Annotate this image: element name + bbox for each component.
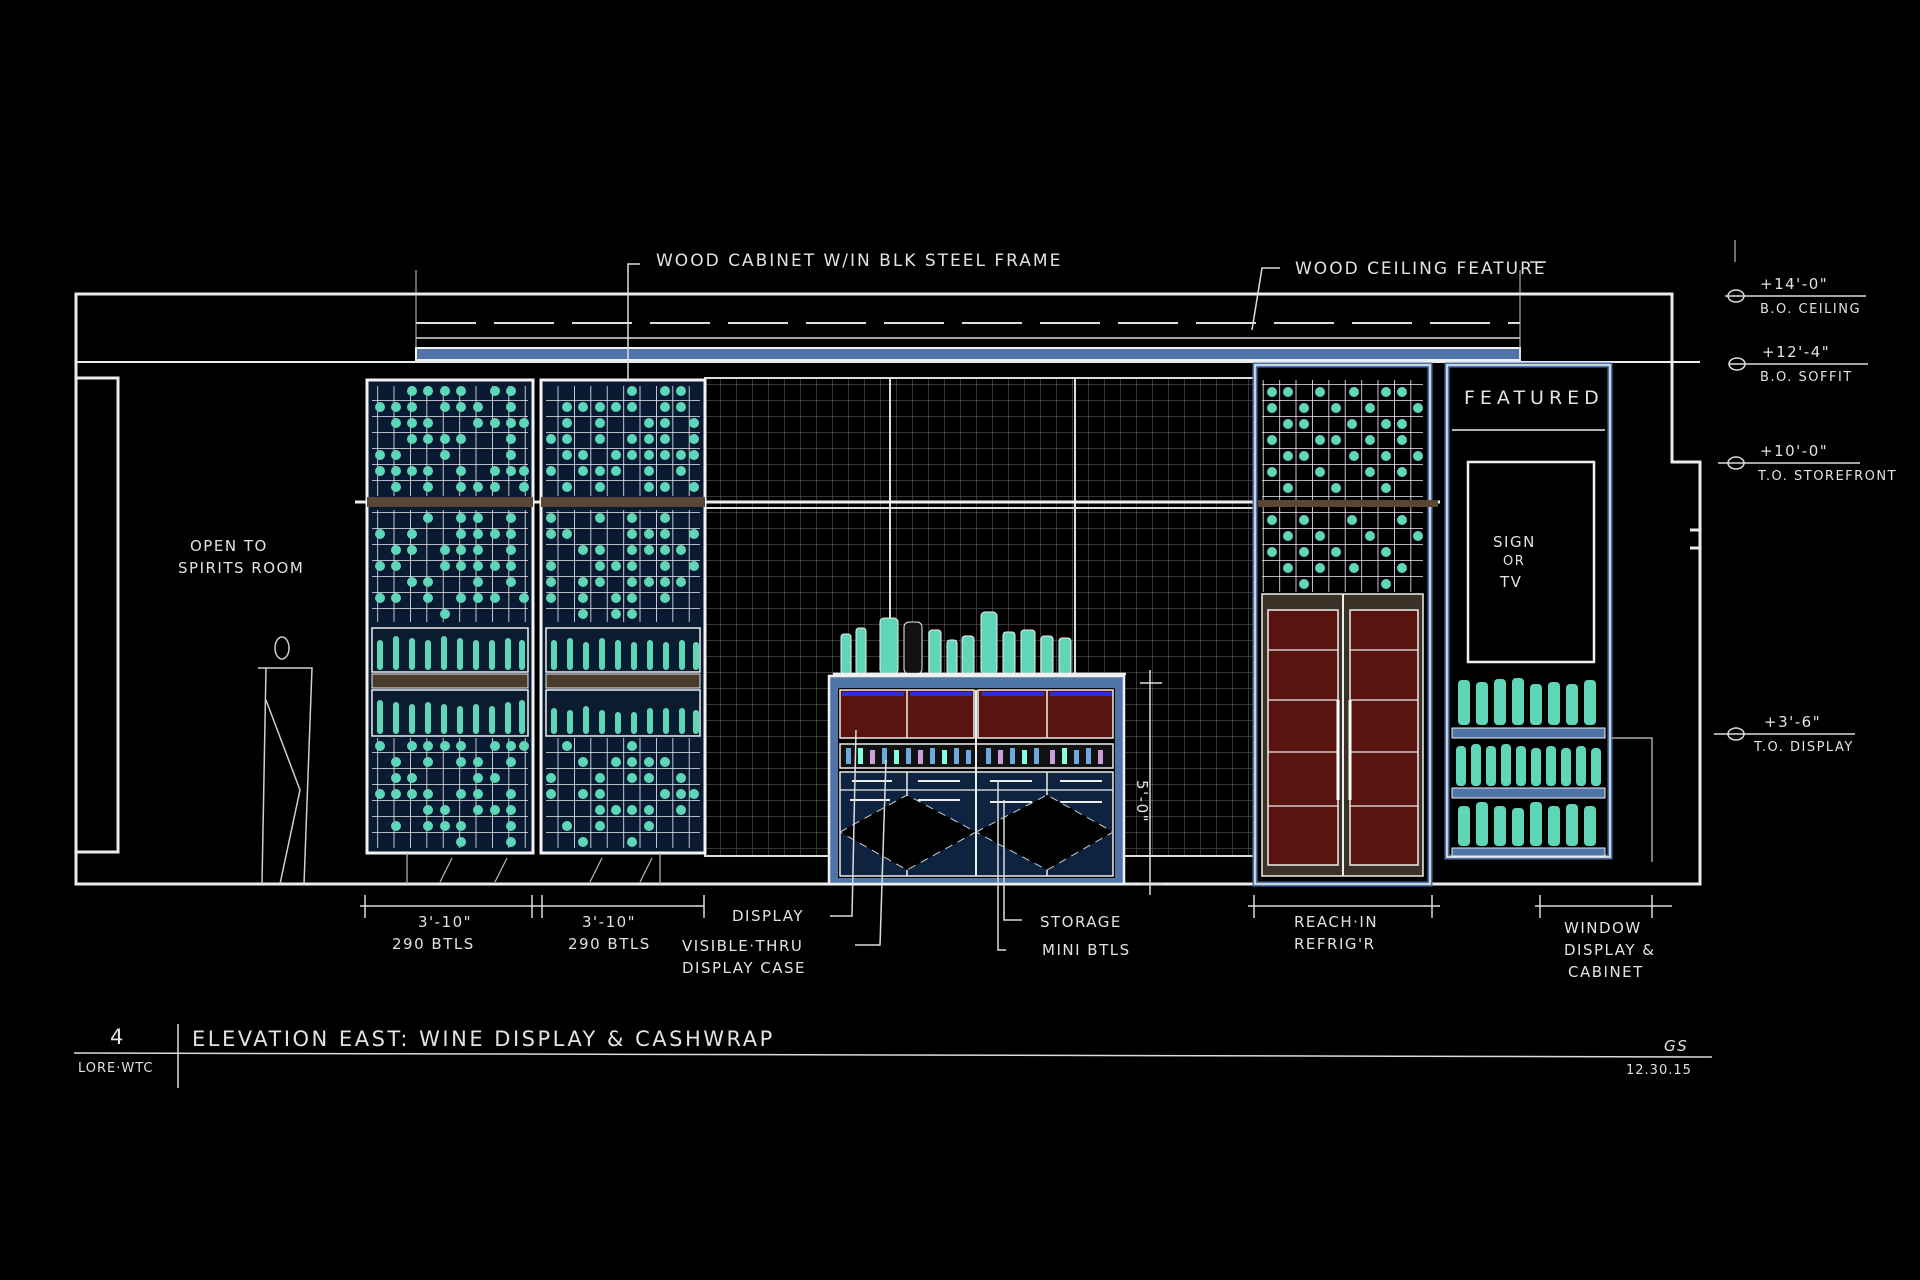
callout-wood-cabinet: WOOD CABINET W/IN BLK STEEL FRAME xyxy=(656,251,1063,271)
dim-window-3: CABINET xyxy=(1568,963,1644,981)
counter-height-dimension xyxy=(1140,670,1162,895)
window-display-cabinet xyxy=(1444,362,1653,862)
drawing-date: 12.30.15 xyxy=(1626,1063,1692,1078)
callout-mini-btls: MINI BTLS xyxy=(1042,941,1131,959)
callout-visible-1: VISIBLE·THRU xyxy=(682,937,804,955)
sign-label-3: TV xyxy=(1500,573,1523,591)
callout-visible-2: DISPLAY CASE xyxy=(682,959,807,977)
level-14-elevation: +14'-0" xyxy=(1760,275,1829,293)
pedestal xyxy=(258,636,313,885)
dim-cabinet-1-width: 3'-10" xyxy=(418,913,473,931)
dim-cabinet-1-label: 290 BTLS xyxy=(392,935,475,953)
dim-cabinet-2-width: 3'-10" xyxy=(582,913,637,931)
center-grid-panels xyxy=(704,377,1256,857)
level-10-label: T.O. STOREFRONT xyxy=(1758,469,1898,484)
sign-label-2: OR xyxy=(1503,554,1526,569)
level-14-label: B.O. CEILING xyxy=(1760,302,1862,317)
bottle-ends xyxy=(375,386,699,847)
title-block-lines xyxy=(73,1024,1713,1088)
dim-cabinet-2-label: 290 BTLS xyxy=(568,935,651,953)
callout-wood-ceiling: WOOD CEILING FEATURE xyxy=(1295,259,1547,279)
drafter-initials: GS xyxy=(1664,1037,1689,1055)
level-10-elevation: +10'-0" xyxy=(1760,442,1829,460)
level-3-elevation: +3'-6" xyxy=(1764,713,1822,731)
wine-cabinet-right xyxy=(539,378,707,855)
drawing-title: ELEVATION EAST: WINE DISPLAY & CASHWRAP xyxy=(192,1027,775,1051)
level-12-elevation: +12'-4" xyxy=(1762,343,1831,361)
callout-display: DISPLAY xyxy=(732,907,805,925)
dim-window-1: WINDOW xyxy=(1564,919,1642,937)
sheet-reference: LORE·WTC xyxy=(78,1061,154,1076)
drawing-number: 4 xyxy=(110,1025,126,1049)
level-12-label: B.O. SOFFIT xyxy=(1760,370,1853,385)
reach-in-refrigerator xyxy=(1252,362,1438,887)
dimension-strings xyxy=(360,729,1672,951)
ceiling-feature xyxy=(415,270,1521,361)
dim-window-2: DISPLAY & xyxy=(1564,941,1656,959)
sign-label-1: SIGN xyxy=(1493,533,1536,551)
counter-height-label: 5'-0" xyxy=(1133,780,1151,824)
level-3-label: T.O. DISPLAY xyxy=(1754,740,1854,755)
room-outline xyxy=(74,292,1702,886)
dim-refrig-1: REACH·IN xyxy=(1294,913,1379,931)
wine-cabinet-left xyxy=(365,378,535,855)
dim-refrig-2: REFRIG'R xyxy=(1294,935,1376,953)
featured-label: FEATURED xyxy=(1464,387,1604,409)
open-to-label-1: OPEN TO xyxy=(190,537,268,555)
level-markers xyxy=(1714,240,1868,741)
standing-bottles xyxy=(377,636,699,734)
callout-storage: STORAGE xyxy=(1040,913,1122,931)
open-to-label-2: SPIRITS ROOM xyxy=(178,559,305,577)
